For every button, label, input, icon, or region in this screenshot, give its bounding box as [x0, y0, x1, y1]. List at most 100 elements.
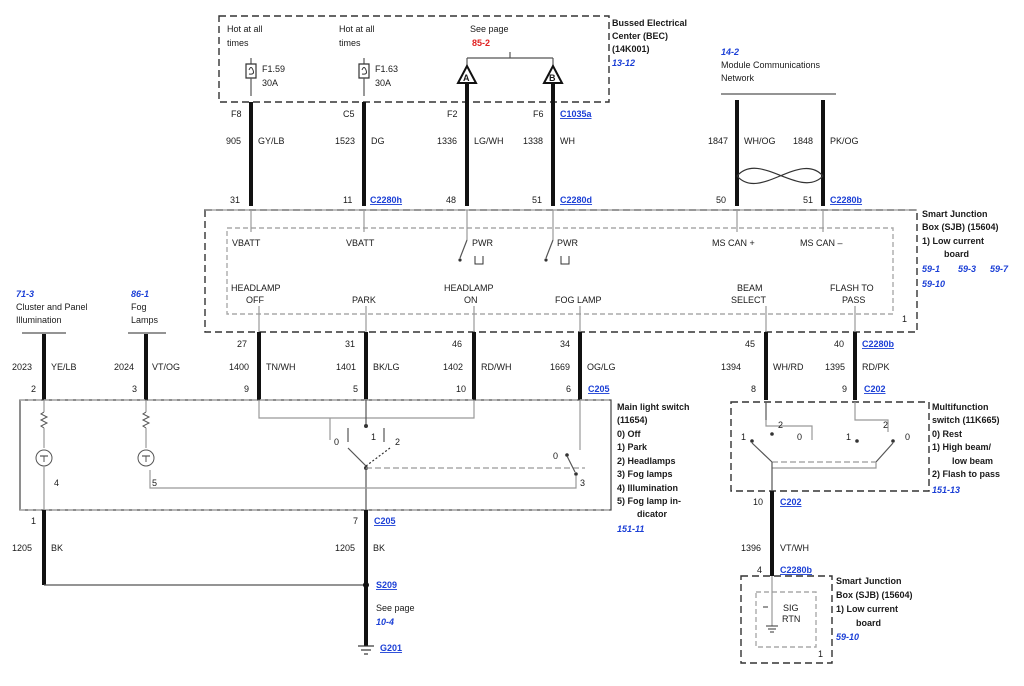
- ground-see-page: See page: [376, 603, 415, 613]
- sjb2-title: Smart Junction: [836, 576, 902, 586]
- fuse2-label: F1.63: [375, 64, 398, 74]
- bec-code: (14K001): [612, 44, 650, 54]
- sjb-title: Smart Junction: [922, 209, 988, 219]
- sjb-pin-label: 27: [237, 339, 247, 349]
- sjb-item1-line2: board: [944, 249, 969, 259]
- switch-pin-label: 10: [456, 384, 466, 394]
- mf-connector-c202[interactable]: C202: [780, 497, 802, 507]
- sjb-board-box: [226, 227, 894, 315]
- illum-pin-4: 4: [54, 478, 59, 488]
- mid-wire-1395: 40 C2280b 1395 RD/PK 9 C202: [825, 332, 895, 400]
- circuit-number: 1402: [443, 362, 463, 372]
- fuse1-label: F1.59: [262, 64, 285, 74]
- top-wire-1338: F6 C1035a 1338 WH 51 C2280d: [523, 84, 593, 206]
- wire-color: BK: [51, 543, 63, 553]
- sjb-pin-label: 51: [532, 195, 542, 205]
- mf-switch-item: 2) Flash to pass: [932, 469, 1000, 479]
- ref-page-link[interactable]: 86-1: [131, 289, 149, 299]
- wire-color: YE/LB: [51, 362, 77, 372]
- fuse-icon: [245, 58, 257, 96]
- bec-see-page-link[interactable]: 85-2: [472, 38, 490, 48]
- ground-g201[interactable]: G201: [380, 643, 402, 653]
- circuit-number: 2023: [12, 362, 32, 372]
- main-switch-item: 4) Illumination: [617, 483, 678, 493]
- sjb-flash-label: FLASH TO: [830, 283, 874, 293]
- main-switch-page-link[interactable]: 151-11: [617, 524, 644, 534]
- bec-hot2-line1: Hot at all: [339, 24, 375, 34]
- top-wire-1847: 1847 WH/OG 50: [708, 100, 776, 206]
- circuit-number: 1396: [741, 543, 761, 553]
- sjb-pin-label: 31: [345, 339, 355, 349]
- wire-color: OG/LG: [587, 362, 616, 372]
- bec-pin-label: C5: [343, 109, 355, 119]
- ground-page-link[interactable]: 10-4: [376, 617, 394, 627]
- sjb2-title-line2: Box (SJB) (15604): [836, 590, 913, 600]
- wire-color: BK/LG: [373, 362, 400, 372]
- switch-pin-label: 8: [751, 384, 756, 394]
- sjb-connector-c2280b[interactable]: C2280b: [780, 565, 813, 575]
- mf-switch-page-link[interactable]: 151-13: [932, 485, 960, 495]
- mf-b-pos0: 0: [905, 432, 910, 442]
- bec-pin-label: F8: [231, 109, 242, 119]
- switch-connector-c205[interactable]: C205: [588, 384, 610, 394]
- sjb-page-link[interactable]: 59-7: [990, 264, 1009, 274]
- wire-color: WH/RD: [773, 362, 804, 372]
- mf-out-wire-1396: 10 C202 1396 VT/WH 4 C2280b: [741, 491, 813, 576]
- sjb-page-link[interactable]: 59-3: [958, 264, 976, 274]
- fuse2-amp: 30A: [375, 78, 391, 88]
- sjb-pin-label: 46: [452, 339, 462, 349]
- sjb-fog-lamp-label: FOG LAMP: [555, 295, 602, 305]
- switch-connector-c205[interactable]: C205: [374, 516, 396, 526]
- main-switch-title: Main light switch: [617, 402, 690, 412]
- sjb-connector-c2280b[interactable]: C2280b: [862, 339, 895, 349]
- sjb-page-link[interactable]: 59-1: [922, 264, 940, 274]
- ref-title-line2: Illumination: [16, 315, 62, 325]
- sjb-pin-label: 50: [716, 195, 726, 205]
- sig-rtn-label-line2: RTN: [782, 614, 800, 624]
- wire-color: WH/OG: [744, 136, 776, 146]
- main-switch-code: (11654): [617, 415, 648, 425]
- mcn-page-link[interactable]: 14-2: [721, 47, 739, 57]
- switch-connector-c202[interactable]: C202: [864, 384, 886, 394]
- sjb-headlamp-off-label: HEADLAMP: [231, 283, 281, 293]
- circuit-number: 1400: [229, 362, 249, 372]
- wire-color: BK: [373, 543, 385, 553]
- wire-color: LG/WH: [474, 136, 504, 146]
- sjb-connector-c2280b[interactable]: C2280b: [830, 195, 863, 205]
- main-switch-item: 3) Fog lamps: [617, 469, 673, 479]
- bec-page-link[interactable]: 13-12: [612, 58, 635, 68]
- sjb-connector-c2280h[interactable]: C2280h: [370, 195, 402, 205]
- sjb-pin-label: 51: [803, 195, 813, 205]
- mid-wire-1400: 27 1400 TN/WH 9: [229, 332, 296, 400]
- sjb2-page-link[interactable]: 59-10: [836, 632, 859, 642]
- wire-color: WH: [560, 136, 575, 146]
- circuit-number: 1205: [12, 543, 32, 553]
- sjb2-item1: 1) Low current: [836, 604, 898, 614]
- sjb-pin-label: 34: [560, 339, 570, 349]
- fog-pos-3: 3: [580, 478, 585, 488]
- bec-see-page-label: See page: [470, 24, 509, 34]
- sjb-vbatt2-label: VBATT: [346, 238, 375, 248]
- switch-pin-label: 9: [244, 384, 249, 394]
- ref-title-line2: Lamps: [131, 315, 159, 325]
- switch-pin-label: 2: [31, 384, 36, 394]
- mid-wire-1402: 46 1402 RD/WH 10: [443, 332, 512, 400]
- svg-text:B: B: [549, 73, 556, 83]
- sjb-headlamp-off-label-line2: OFF: [246, 295, 264, 305]
- wire-color: VT/OG: [152, 362, 180, 372]
- bec-pin-label: F6: [533, 109, 544, 119]
- pwr-switch-icon: [544, 239, 570, 265]
- ground-icon: [358, 645, 374, 655]
- top-wire-905: F8 905 GY/LB 31: [226, 102, 285, 206]
- splice-s209[interactable]: S209: [376, 580, 397, 590]
- fog-switch-icon: [565, 453, 578, 476]
- sjb-headlamp-on-label-line2: ON: [464, 295, 478, 305]
- connector-b-icon: B: [542, 63, 564, 84]
- sjb-connector-c2280d[interactable]: C2280d: [560, 195, 592, 205]
- bec-connector-c1035a[interactable]: C1035a: [560, 109, 593, 119]
- sjb-page-link[interactable]: 59-10: [922, 279, 945, 289]
- sjb-title-line2: Box (SJB) (15604): [922, 222, 999, 232]
- sig-rtn-label: SIG: [783, 603, 799, 613]
- mf-switch-title: Multifunction: [932, 402, 988, 412]
- ref-page-link[interactable]: 71-3: [16, 289, 34, 299]
